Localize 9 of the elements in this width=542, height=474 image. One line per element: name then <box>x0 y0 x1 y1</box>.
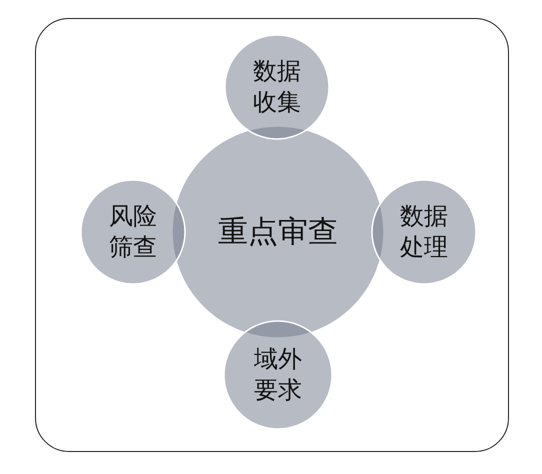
circle <box>224 34 330 140</box>
circle-label: 数据收集 <box>252 56 302 118</box>
circle <box>371 179 477 285</box>
circle <box>223 320 333 430</box>
circle-label: 域外要求 <box>253 344 303 406</box>
circle <box>80 179 186 285</box>
circle-label: 重点审查 <box>218 214 338 252</box>
circle-label: 数据处理 <box>399 200 449 263</box>
circle-label: 风险筛查 <box>108 200 158 263</box>
